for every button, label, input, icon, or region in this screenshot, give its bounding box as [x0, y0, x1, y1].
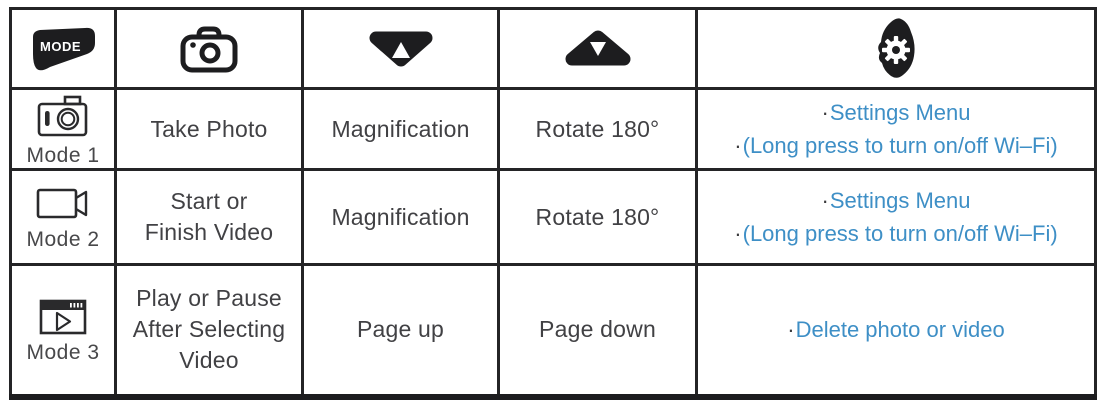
action-line: Finish Video — [144, 219, 274, 245]
photo-mode-icon — [34, 92, 92, 141]
mode-button-icon: MODE — [14, 24, 113, 74]
mode-button-text: MODE — [40, 39, 81, 54]
mode1-cell: Mode 1 — [9, 87, 117, 171]
mode3-cell: Mode 3 — [9, 263, 117, 398]
header-cell-up — [301, 7, 500, 90]
mode1-settings-actions: ·Settings Menu ·(Long press to turn on/o… — [695, 87, 1097, 171]
header-cell-settings — [695, 7, 1097, 90]
camera-shutter-icon — [119, 24, 300, 74]
mode2-up-action: Magnification — [301, 168, 500, 266]
header-row: MODE — [9, 7, 1097, 90]
mode2-shutter-action: Start or Finish Video — [114, 168, 304, 266]
mode2-row: Mode 2 Start or Finish Video Magnificati… — [9, 168, 1097, 266]
action-line: Play or Pause — [136, 285, 282, 312]
settings-menu-line: ·Settings Menu — [821, 100, 971, 125]
mode1-shutter-action: Take Photo — [114, 87, 304, 171]
button-function-table: MODE — [9, 7, 1097, 400]
wifi-longpress-line: ·(Long press to turn on/off Wi–Fi) — [734, 221, 1058, 246]
mode3-settings-actions: ·Delete photo or video — [695, 263, 1097, 398]
action-line: Take Photo — [150, 115, 268, 142]
wifi-longpress-line: ·(Long press to turn on/off Wi–Fi) — [734, 133, 1058, 158]
action-line: Video — [179, 347, 239, 374]
action-line: After Selecting — [132, 316, 286, 343]
mode3-up-action: Page up — [301, 263, 500, 398]
settings-menu-line: ·Settings Menu — [821, 188, 971, 213]
header-cell-mode: MODE — [9, 7, 117, 90]
video-mode-icon — [34, 183, 92, 225]
mode1-label: Mode 1 — [26, 143, 100, 167]
down-arrow-button-icon — [502, 29, 694, 69]
header-cell-shutter — [114, 7, 304, 90]
up-arrow-button-icon — [306, 29, 496, 69]
mode2-down-action: Rotate 180° — [497, 168, 698, 266]
mode3-down-action: Page down — [497, 263, 698, 398]
mode1-down-action: Rotate 180° — [497, 87, 698, 171]
mode1-up-action: Magnification — [301, 87, 500, 171]
mode1-row: Mode 1 Take Photo Magnification Rotate 1… — [9, 87, 1097, 171]
settings-gear-button-icon — [700, 16, 1093, 82]
mode3-shutter-action: Play or Pause After Selecting Video — [114, 263, 304, 398]
playback-mode-icon — [37, 294, 89, 338]
delete-line: ·Delete photo or video — [787, 317, 1005, 343]
mode2-settings-actions: ·Settings Menu ·(Long press to turn on/o… — [695, 168, 1097, 266]
mode2-label: Mode 2 — [26, 227, 100, 251]
mode3-label: Mode 3 — [26, 341, 100, 365]
action-line: Start or — [170, 188, 248, 214]
mode2-cell: Mode 2 — [9, 168, 117, 266]
header-cell-down — [497, 7, 698, 90]
mode3-row: Mode 3 Play or Pause After Selecting Vid… — [9, 263, 1097, 398]
